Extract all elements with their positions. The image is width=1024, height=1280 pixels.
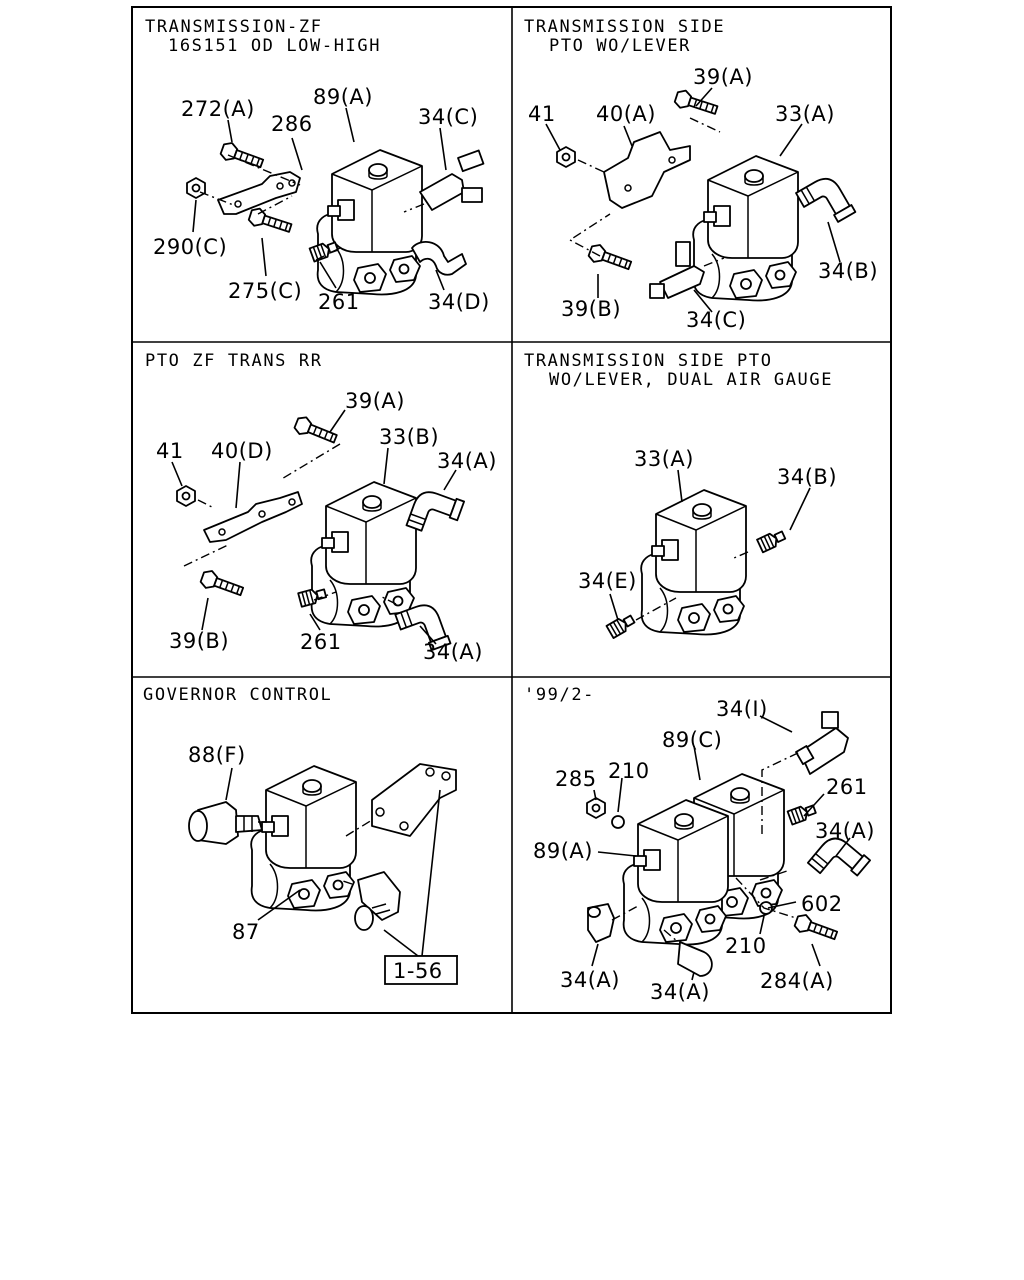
solenoid-valve-33b bbox=[310, 481, 417, 628]
callout-34a-upper: 34(A) bbox=[437, 449, 497, 473]
callout-285: 285 bbox=[555, 767, 597, 791]
panel-2-title-line2: PTO WO/LEVER bbox=[549, 36, 691, 56]
panel-5-title: GOVERNOR CONTROL bbox=[143, 685, 332, 705]
callout-89a: 89(A) bbox=[533, 839, 593, 863]
callout-34b: 34(B) bbox=[818, 259, 878, 283]
callout-34c: 34(C) bbox=[686, 308, 746, 332]
tee-fitting-34i bbox=[795, 711, 849, 775]
bolt-39b bbox=[586, 241, 634, 275]
callout-34a-lower: 34(A) bbox=[423, 640, 483, 664]
callout-39a: 39(A) bbox=[345, 389, 405, 413]
callout-284a: 284(A) bbox=[760, 969, 834, 993]
callout-39a: 39(A) bbox=[693, 65, 753, 89]
callout-88f: 88(F) bbox=[188, 743, 246, 767]
reference-1-56: 1-56 bbox=[393, 959, 443, 983]
elbow-fitting-34d bbox=[411, 241, 467, 276]
callout-41: 41 bbox=[528, 102, 556, 126]
fitting-34a-straight bbox=[677, 941, 713, 977]
bolt-39b bbox=[198, 567, 246, 601]
callout-210-upper: 210 bbox=[608, 759, 650, 783]
callout-41: 41 bbox=[156, 439, 184, 463]
bolt-284a bbox=[792, 911, 840, 945]
callout-34c: 34(C) bbox=[418, 105, 478, 129]
washer-285 bbox=[586, 797, 606, 819]
panel-1-title-line1: TRANSMISSION-ZF bbox=[145, 17, 323, 37]
callout-290c: 290(C) bbox=[153, 235, 227, 259]
elbow-fitting-34a-left bbox=[587, 903, 615, 943]
nut-41 bbox=[176, 485, 196, 507]
reference-box bbox=[384, 955, 458, 985]
fitting-34e bbox=[605, 612, 637, 639]
elbow-fitting-34b bbox=[795, 171, 857, 234]
solenoid-valve-87 bbox=[250, 765, 357, 912]
callout-34b: 34(B) bbox=[777, 465, 837, 489]
callout-34i: 34(I) bbox=[716, 697, 768, 721]
callout-34a-right: 34(A) bbox=[815, 819, 875, 843]
callout-39b: 39(B) bbox=[169, 629, 229, 653]
panel-pto-zf-trans-rr: PTO ZF TRANS RR 39(A) 41 40(D) 33(B) 34(… bbox=[145, 351, 497, 664]
callout-40a: 40(A) bbox=[596, 102, 656, 126]
solenoid-valve-33a bbox=[640, 489, 747, 636]
callout-261: 261 bbox=[318, 290, 360, 314]
callout-39b: 39(B) bbox=[561, 297, 621, 321]
callout-286: 286 bbox=[271, 112, 313, 136]
bracket-40d bbox=[203, 491, 303, 543]
callout-275c: 275(C) bbox=[228, 279, 302, 303]
bracket-40a bbox=[603, 131, 691, 209]
callout-87: 87 bbox=[232, 920, 260, 944]
bracket-286 bbox=[217, 171, 301, 215]
callout-33a: 33(A) bbox=[634, 447, 694, 471]
panel-4-title-line2: WO/LEVER, DUAL AIR GAUGE bbox=[549, 370, 833, 390]
panel-2-title-line1: TRANSMISSION SIDE bbox=[524, 17, 725, 37]
callout-34d: 34(D) bbox=[428, 290, 490, 314]
callout-261: 261 bbox=[300, 630, 342, 654]
callout-34e: 34(E) bbox=[578, 569, 637, 593]
tee-fitting-34c bbox=[649, 241, 705, 299]
callout-602: 602 bbox=[801, 892, 843, 916]
elbow-fitting-88f bbox=[188, 801, 263, 845]
callout-34a-left: 34(A) bbox=[560, 968, 620, 992]
panel-99-2: '99/2- 34(I) 89(C) 285 210 261 34(A) 89(… bbox=[524, 685, 875, 1004]
callout-89c: 89(C) bbox=[662, 728, 722, 752]
bolt-39a bbox=[292, 413, 340, 449]
bolt-39a bbox=[672, 87, 720, 120]
panel-4-title-line1: TRANSMISSION SIDE PTO bbox=[524, 351, 773, 371]
elbow-fitting bbox=[354, 871, 401, 931]
panel-6-title: '99/2- bbox=[524, 685, 595, 705]
panel-transmission-zf: TRANSMISSION-ZF 16S151 OD LOW-HIGH 272(A… bbox=[145, 17, 490, 314]
fitting-34b bbox=[756, 527, 788, 554]
panel-transmission-side-pto: TRANSMISSION SIDE PTO WO/LEVER 39(A) 41 … bbox=[524, 17, 878, 332]
solenoid-valve-33a bbox=[692, 155, 799, 302]
bracket bbox=[371, 763, 457, 837]
nut-290c bbox=[186, 177, 206, 199]
callout-89a: 89(A) bbox=[313, 85, 373, 109]
solenoid-valve-89a bbox=[316, 149, 423, 296]
bolt-275c bbox=[246, 205, 294, 238]
panel-transmission-side-pto-dual-gauge: TRANSMISSION SIDE PTO WO/LEVER, DUAL AIR… bbox=[524, 351, 837, 639]
callout-210-lower: 210 bbox=[725, 934, 767, 958]
callout-40d: 40(D) bbox=[211, 439, 273, 463]
solenoid-valve-89a bbox=[622, 799, 729, 946]
panel-1-title-line2: 16S151 OD LOW-HIGH bbox=[168, 36, 381, 56]
callout-272a: 272(A) bbox=[181, 97, 255, 121]
panel-governor-control: GOVERNOR CONTROL 88(F) 87 1-56 bbox=[143, 685, 458, 985]
callout-261: 261 bbox=[826, 775, 868, 799]
callout-34a-straight: 34(A) bbox=[650, 980, 710, 1004]
callout-33b: 33(B) bbox=[379, 425, 439, 449]
washer-210-upper bbox=[611, 815, 625, 829]
panel-3-title: PTO ZF TRANS RR bbox=[145, 351, 323, 371]
callout-33a: 33(A) bbox=[775, 102, 835, 126]
tee-fitting-34c bbox=[419, 149, 485, 211]
